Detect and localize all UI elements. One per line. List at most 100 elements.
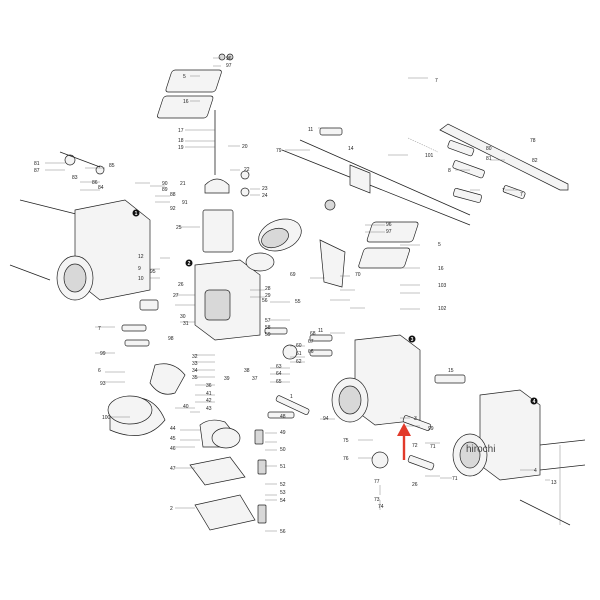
part-callout-100: 100	[102, 415, 111, 421]
part-callout-60: 60	[296, 343, 302, 349]
part-callout-43: 43	[206, 406, 212, 412]
part-callout-14: 14	[348, 146, 354, 152]
part-callout-81: 81	[486, 156, 492, 162]
part-callout-63: 63	[276, 364, 282, 370]
part-callout-68: 68	[310, 331, 316, 337]
part-callout-87: 87	[34, 168, 40, 174]
part-callout-99b: 99	[428, 426, 434, 432]
part-callout-88: 88	[170, 192, 176, 198]
part-callout-42: 42	[206, 398, 212, 404]
part-callout-4: 4	[534, 468, 537, 474]
part-callout-94: 94	[323, 416, 329, 422]
part-callout-77: 77	[374, 479, 380, 485]
part-callout-18: 18	[178, 138, 184, 144]
part-callout-64: 64	[276, 371, 282, 377]
part-callout-32: 32	[192, 354, 198, 360]
part-callout-7b: 7	[502, 188, 505, 194]
part-callout-75: 75	[343, 438, 349, 444]
unit-marker-1-label: 1	[135, 211, 138, 217]
part-callout-83: 83	[72, 175, 78, 181]
part-callout-69: 69	[290, 272, 296, 278]
part-callout-67: 67	[308, 339, 314, 345]
part-callout-38: 38	[244, 368, 250, 374]
part-callout-80: 80	[486, 146, 492, 152]
part-callout-9: 9	[138, 266, 141, 272]
unit-marker-4	[530, 397, 538, 405]
part-callout-12: 12	[138, 254, 144, 260]
part-callout-51: 51	[280, 464, 286, 470]
part-callout-65: 65	[276, 379, 282, 385]
part-callout-78: 78	[530, 138, 536, 144]
part-callout-22: 22	[244, 167, 250, 173]
part-callout-97b: 97	[386, 229, 392, 235]
unit-marker-3	[408, 335, 416, 343]
part-callout-91: 91	[182, 200, 188, 206]
part-callout-5a: 5	[183, 74, 186, 80]
part-callout-46: 46	[170, 446, 176, 452]
unit-markers: 1 2 3 4	[132, 209, 538, 405]
part-callout-26: 26	[178, 282, 184, 288]
part-callout-73: 73	[374, 497, 380, 503]
part-callout-30: 30	[180, 314, 186, 320]
part-callout-101: 101	[425, 153, 434, 159]
part-callout-7d: 7	[98, 326, 101, 332]
part-callout-23: 23	[262, 186, 268, 192]
part-callout-62: 62	[296, 359, 302, 365]
part-callout-48: 48	[280, 414, 286, 420]
part-callout-5b: 5	[438, 242, 441, 248]
part-callout-11a: 11	[308, 127, 313, 133]
part-callout-74: 74	[378, 504, 384, 510]
float-chamber-covers	[157, 53, 419, 269]
part-callout-53: 53	[280, 490, 286, 496]
throttle-shafts	[9, 139, 586, 526]
unit-marker-4-label: 4	[533, 399, 536, 405]
part-callout-25: 25	[176, 225, 182, 231]
part-callout-95: 95	[150, 269, 156, 275]
leader-lines	[45, 57, 561, 532]
part-callout-96b: 96	[386, 222, 392, 228]
part-callout-34: 34	[192, 368, 198, 374]
part-callout-58: 58	[265, 325, 271, 331]
part-callout-98: 98	[168, 336, 174, 342]
part-callout-66: 66	[308, 349, 314, 355]
part-callout-45: 45	[170, 436, 176, 442]
part-callout-17: 17	[178, 128, 184, 134]
part-callout-41: 41	[206, 391, 212, 397]
part-callout-85: 85	[109, 163, 115, 169]
part-callout-16b: 16	[438, 266, 444, 272]
part-callout-76: 76	[343, 456, 349, 462]
part-callout-103: 103	[438, 283, 447, 289]
watermark-text: hirochi	[466, 444, 495, 455]
part-callout-16a: 16	[183, 99, 189, 105]
small-fittings	[59, 151, 466, 471]
part-callout-99a: 99	[100, 351, 106, 357]
part-callout-20: 20	[242, 144, 248, 150]
part-callout-11b: 11	[318, 328, 323, 334]
part-callout-50: 50	[280, 447, 286, 453]
part-callout-40: 40	[183, 404, 189, 410]
part-callout-70: 70	[355, 272, 361, 278]
part-callout-31: 31	[183, 321, 189, 327]
part-callout-26b: 26	[412, 482, 418, 488]
part-callout-82: 82	[532, 158, 538, 164]
part-callout-56b: 56	[280, 529, 286, 535]
part-callout-1: 1	[290, 394, 293, 400]
part-callout-71: 71	[430, 444, 436, 450]
part-callout-79: 79	[276, 148, 282, 154]
part-callout-47: 47	[170, 466, 176, 472]
part-callout-6: 6	[98, 368, 101, 374]
part-callout-71b: 71	[452, 476, 458, 482]
part-callout-52: 52	[280, 482, 286, 488]
part-callout-96a: 96	[226, 56, 232, 62]
part-callout-92: 92	[170, 206, 176, 212]
part-callout-33: 33	[192, 361, 198, 367]
part-callout-37: 37	[252, 376, 258, 382]
part-callout-39: 39	[224, 376, 230, 382]
part-callout-2: 2	[170, 506, 173, 512]
part-callout-59: 59	[265, 332, 271, 338]
part-callout-84: 84	[98, 185, 104, 191]
part-callout-61: 61	[296, 351, 302, 357]
part-callout-10: 10	[138, 276, 144, 282]
red-arrow-indicator	[397, 423, 411, 460]
